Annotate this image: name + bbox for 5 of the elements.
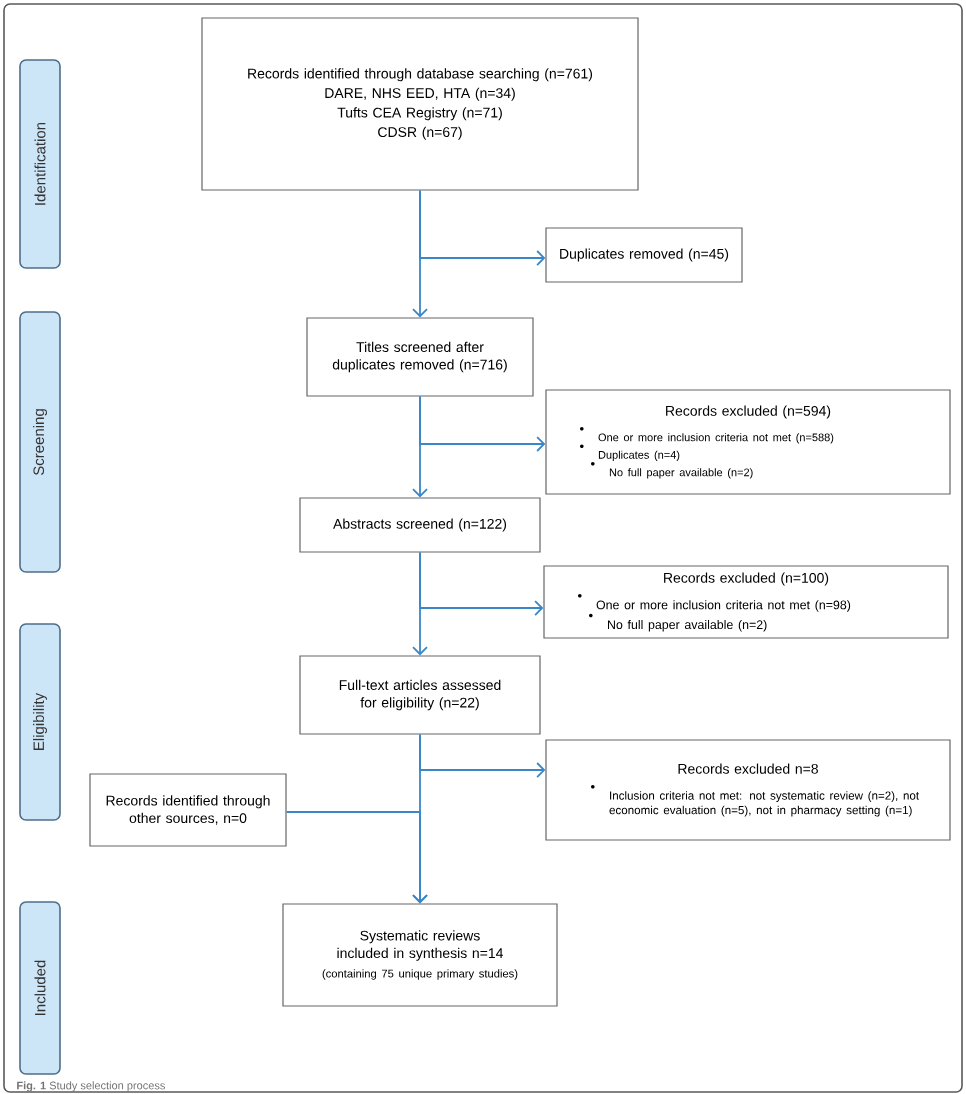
arrow: [419, 733, 546, 778]
arrow: [419, 189, 546, 266]
arrow: [419, 551, 544, 616]
arrow: [419, 395, 546, 452]
arrow: [285, 811, 428, 904]
